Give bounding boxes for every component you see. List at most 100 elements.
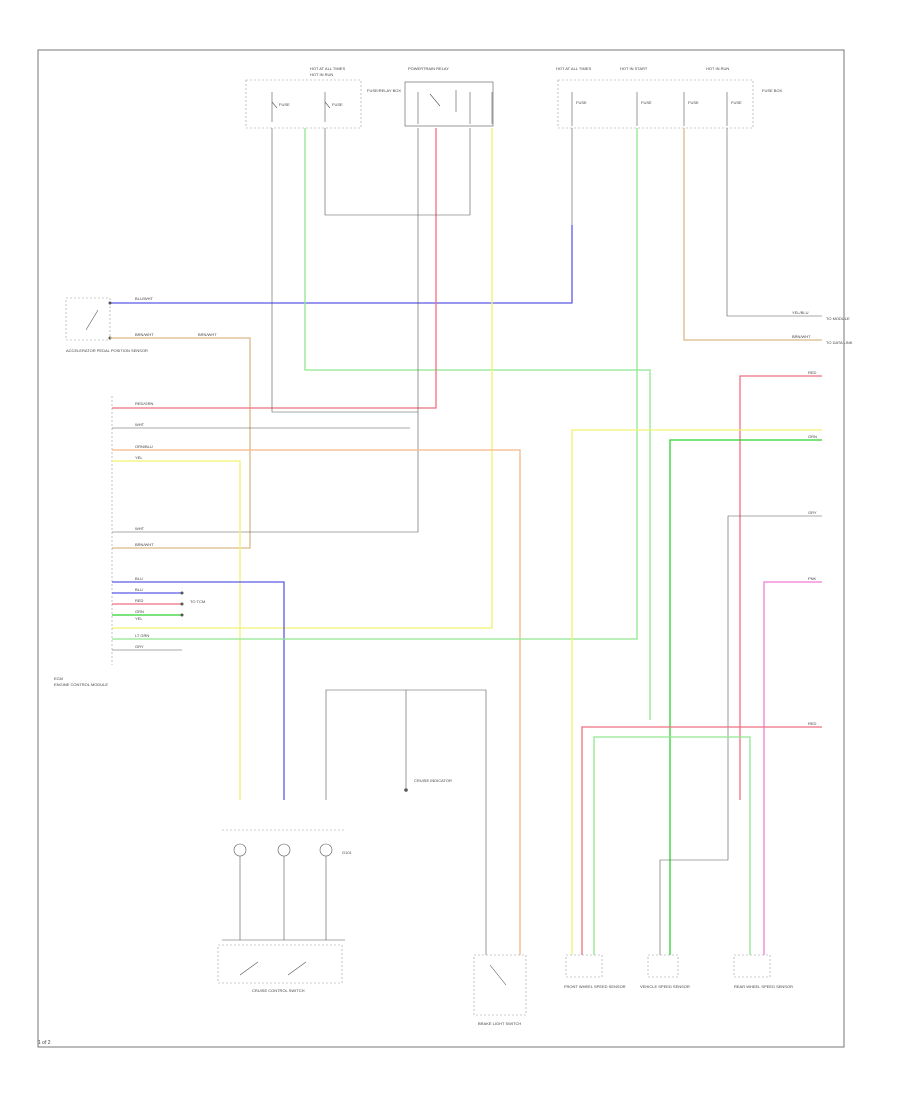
speed-sensor-mid: VEHICLE SPEED SENSOR <box>640 954 690 989</box>
switch-terminal-1 <box>108 301 112 305</box>
wire-code-red3: RED <box>135 598 144 603</box>
fuse-label-1: FUSE <box>279 102 290 107</box>
speed-sensor-right-label: REAR WHEEL SPEED SENSOR <box>734 984 793 989</box>
wire-gray-relay <box>112 128 419 533</box>
switch-contact <box>85 309 99 331</box>
fuse-label-5: FUSE <box>688 100 699 105</box>
switch-resistor-3 <box>319 843 333 857</box>
switch-outline <box>65 297 111 341</box>
wire-blue-ecm <box>112 581 285 800</box>
speed-sensor-left-box <box>565 954 603 978</box>
control-switch-label: CRUISE CONTROL SWITCH <box>252 988 305 993</box>
wire-code-r2: BRN/WHT <box>792 334 811 339</box>
fuse-block-outline <box>245 79 362 129</box>
wire-yellow-ecm-2 <box>112 460 241 800</box>
wire-code-green-left: BRN/WHT <box>135 332 154 337</box>
wire-tan-right <box>683 128 822 341</box>
brake-switch-label: BRAKE LIGHT SWITCH <box>478 1021 521 1026</box>
wire-code-orange: ORN/BLU <box>135 444 153 449</box>
wire-code-yellow-ecm: YEL <box>135 616 143 621</box>
wire-gray-left-fuse <box>271 128 418 413</box>
fuse-label-6: FUSE <box>731 100 742 105</box>
diagram-frame <box>37 49 845 1048</box>
speed-sensor-left-label: FRONT WHEEL SPEED SENSOR <box>564 984 626 989</box>
wire-yellow-relay <box>112 128 493 629</box>
wire-red-right <box>739 375 822 800</box>
output-label-2: TO DATA LINK <box>826 340 853 345</box>
wire-code-blue-top: BLU/WHT <box>135 296 154 301</box>
wire-code-yellow-2: YEL <box>135 455 143 460</box>
wire-red-bottom <box>581 726 822 955</box>
speed-sensor-left: FRONT WHEEL SPEED SENSOR <box>564 954 626 989</box>
brake-switch-contact <box>489 964 507 986</box>
cruise-control-switch: CRUISE CONTROL SWITCH <box>217 829 345 993</box>
ecm-side-terminal-1 <box>180 591 184 595</box>
wire-code-tan-switch: BRN/WHT <box>198 332 217 337</box>
fuse-label-4: FUSE <box>641 100 652 105</box>
speed-sensor-right-box <box>733 954 771 978</box>
powertrain-relay-label: POWERTRAIN RELAY <box>408 66 449 71</box>
page-number: 1 of 2 <box>38 1040 51 1046</box>
brake-light-switch: BRAKE LIGHT SWITCH <box>473 954 527 1026</box>
wire-code-ltgrn5: LT GRN <box>135 633 149 638</box>
speed-sensor-right: REAR WHEEL SPEED SENSOR <box>733 954 793 989</box>
speed-sensor-mid-label: VEHICLE SPEED SENSOR <box>640 984 690 989</box>
wire-code-white: WHT <box>135 422 145 427</box>
output-red2-label: RED <box>808 721 817 726</box>
fuse-block-outline-2 <box>557 79 754 129</box>
wire-blue-top <box>110 225 573 304</box>
powertrain-relay: POWERTRAIN RELAY <box>404 66 494 127</box>
hot-in-run-label-2: HOT IN RUN <box>706 66 729 71</box>
wire-code-gry6: GRY <box>135 644 144 649</box>
switch-contact-2 <box>287 961 307 976</box>
output-red-label: RED <box>808 370 817 375</box>
wire-gray-right-2 <box>659 515 822 955</box>
switch-resistor-1 <box>233 843 247 857</box>
wire-code-red: RED/GRN <box>135 401 154 406</box>
top-left-fuse-block: HOT AT ALL TIMES HOT IN RUN FUSE FUSE <box>245 66 362 129</box>
wire-gray-right <box>726 128 822 317</box>
wire-code-gray-2: WHT <box>135 526 145 531</box>
wire-light-green-bottom <box>593 736 751 955</box>
to-tcm-label: TO TCM <box>190 599 205 604</box>
wire-code-blu2: BLU <box>135 587 143 592</box>
indicator-label: CRUISE INDICATOR <box>414 778 452 783</box>
junction-block-label: FUSE/RELAY BOX <box>367 88 401 93</box>
switch-housing <box>217 944 343 984</box>
wire-tan-switch <box>110 337 251 549</box>
wire-light-green-ecm <box>112 128 638 640</box>
indicator-terminal <box>404 788 408 792</box>
fuse-box-note: FUSE BOX <box>762 88 783 93</box>
hot-in-run-label-1: HOT IN RUN <box>310 72 333 77</box>
relay-box <box>404 81 494 127</box>
ecm-label: ECM <box>54 676 63 681</box>
hot-in-start-label: HOT IN START <box>620 66 648 71</box>
fuse-label-2: FUSE <box>332 102 343 107</box>
relay-contact <box>429 93 441 107</box>
switch-resistor-2 <box>277 843 291 857</box>
wire-pink-right <box>763 581 822 955</box>
output-label-1: TO MODULE <box>826 316 850 321</box>
speed-sensor-mid-box <box>647 954 679 978</box>
wire-code-tan: BRN/WHT <box>135 542 154 547</box>
wire-gray-relay-2 <box>324 128 471 216</box>
wire-orange-ecm <box>112 449 521 955</box>
fuse-symbol-1 <box>271 101 278 109</box>
wire-red-relay <box>112 128 437 409</box>
wire-yellow-right <box>571 429 822 955</box>
cruise-indicator: CRUISE INDICATOR <box>404 778 452 792</box>
output-pnk-label: PNK <box>808 576 817 581</box>
accelerator-switch-label: ACCELERATOR PEDAL POSITION SENSOR <box>66 348 148 353</box>
ecm-note: ENGINE CONTROL MODULE <box>54 682 108 687</box>
output-grn-label: GRN <box>808 434 817 439</box>
wire-green-right <box>669 439 822 955</box>
wire-code-grn4: GRN <box>135 609 144 614</box>
ground-label: G101 <box>342 850 353 855</box>
accelerator-switch: ACCELERATOR PEDAL POSITION SENSOR <box>65 297 148 353</box>
ecm-connector: ECM ENGINE CONTROL MODULE <box>54 396 113 687</box>
top-right-fuse-block: HOT AT ALL TIMES HOT IN START HOT IN RUN… <box>556 66 754 129</box>
ecm-side-terminal-2 <box>180 602 184 606</box>
hot-at-all-times-label-1: HOT AT ALL TIMES <box>310 66 345 71</box>
brake-switch-housing <box>473 954 527 1016</box>
